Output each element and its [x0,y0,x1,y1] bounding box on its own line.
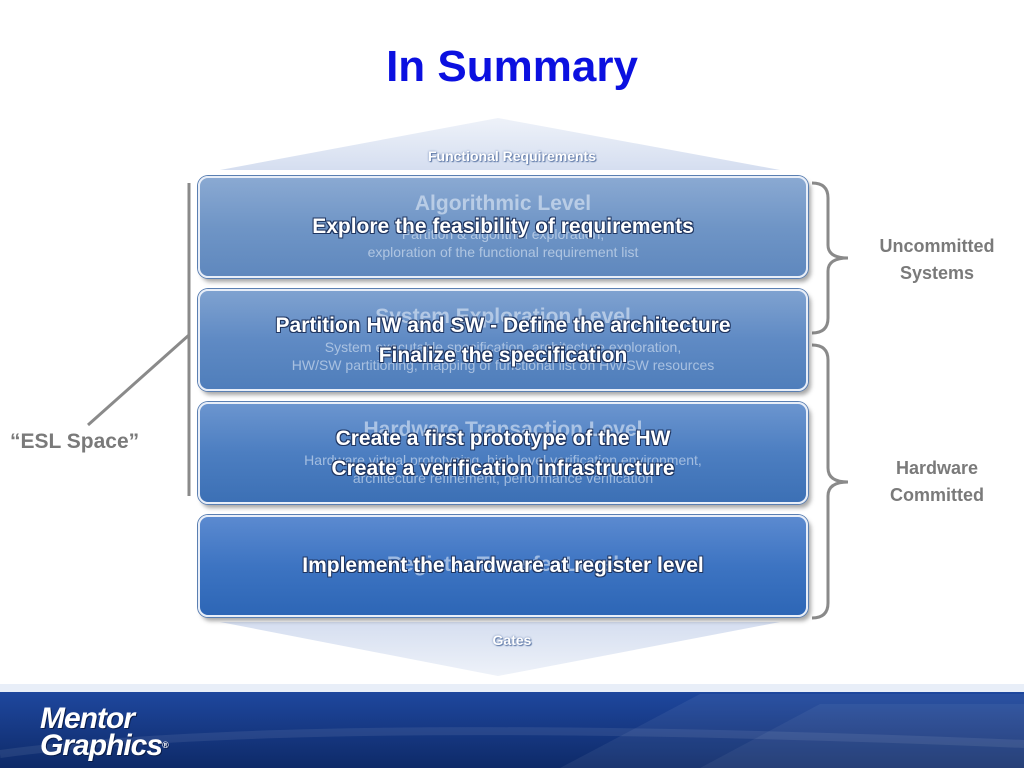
side-label-line: Systems [899,263,975,283]
level-name: Hardware Transaction Level [363,418,643,441]
top-arrow-label: Functional Requirements [427,148,597,164]
footer-stripe [0,684,1024,692]
logo-line: Mentor [40,702,135,735]
logo-line: Graphics [40,729,163,762]
uncommitted-systems-label: Uncommitted Systems [852,233,1022,287]
level-description: HW/SW partitioning, mapping of functiona… [291,357,715,373]
level-name: System Exploration Level [375,305,631,328]
bottom-arrow-label: Gates [492,632,532,648]
level-summary: Create a verification infrastructure [331,457,675,480]
level-box-register-transfer: Register Transfer Level Implement the ha… [198,515,808,617]
hardware-committed-label: Hardware Committed [852,455,1022,509]
level-summary: Implement the hardware at register level [302,554,704,577]
level-description: Hardware virtual prototyping, high level… [304,452,702,468]
level-name: Register Transfer Level [386,553,620,576]
committed-brace [811,343,849,620]
level-summary: Partition HW and SW - Define the archite… [275,314,731,337]
level-name: Algorithmic Level [414,192,592,215]
level-description: architecture refinement, performance ver… [352,470,654,486]
level-summary: Create a first prototype of the HW [335,427,671,450]
top-arrow-shape [220,118,780,170]
footer-decoration [0,694,1024,768]
level-box-algorithmic: Algorithmic Level Partition & algorithm … [198,176,808,278]
level-description: System executable specification, archite… [324,339,682,355]
level-box-hardware-transaction: Hardware Transaction Level Hardware virt… [198,402,808,504]
logo-line-2: Graphics® [40,729,169,762]
slide-title: In Summary [386,42,638,91]
side-label-line: Hardware [895,458,979,478]
footer-band [0,684,1024,768]
uncommitted-brace [811,181,849,335]
level-description: exploration of the functional requiremen… [367,244,639,260]
mentor-graphics-logo: Mentor Graphics® [40,702,169,762]
esl-space-label: “ESL Space” [10,430,140,453]
registered-mark: ® [162,740,169,750]
side-label-line: Uncommitted [879,236,995,256]
bottom-arrow-shape [220,622,780,676]
esl-pointer [87,333,190,427]
level-summary: Finalize the specification [378,344,628,367]
level-description: Partition & algorithm exploration, [401,226,605,242]
level-summary: Explore the feasibility of requirements [312,215,694,238]
side-label-line: Committed [890,485,984,505]
level-box-system-exploration: System Exploration Level System executab… [198,289,808,391]
